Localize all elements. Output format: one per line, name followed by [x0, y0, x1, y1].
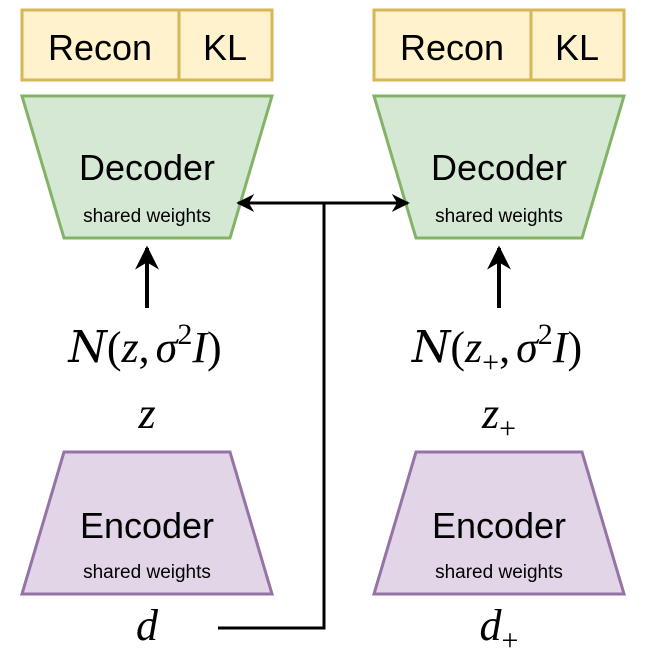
right-encoder-title: Encoder [432, 505, 566, 546]
right-dist-sigma: σ [516, 323, 540, 372]
right-encoder: Encoder shared weights [371, 450, 627, 596]
right-latent-subscript: + [499, 412, 516, 445]
left-dist-open-paren: ( [107, 323, 122, 372]
left-encoder-subtitle: shared weights [83, 562, 211, 583]
left-dist-identity: I [191, 323, 209, 372]
right-input-subscript: + [502, 624, 519, 649]
left-loss-box-frame [20, 8, 274, 82]
left-decoder: Decoder shared weights [19, 94, 275, 240]
right-input-label: d+ [480, 601, 519, 649]
left-encoder: Encoder shared weights [19, 450, 275, 596]
right-decoder-subtitle: shared weights [435, 206, 563, 227]
right-dist-close-paren: ) [567, 323, 582, 372]
right-recon-label: Recon [400, 27, 504, 68]
left-input-var: d [136, 601, 159, 649]
right-input-var: d [480, 601, 503, 649]
right-distribution-label: N(z+,σ2I) [411, 318, 582, 379]
left-dist-close-paren: ) [207, 323, 222, 372]
right-latent-var: z [481, 389, 499, 438]
left-decoder-shape [19, 94, 275, 240]
right-dist-exponent: 2 [538, 318, 553, 351]
left-kl-label: KL [203, 27, 247, 68]
right-dist-mean-subscript: + [482, 346, 499, 379]
right-decoder-shape [371, 94, 627, 240]
right-encoder-shape [371, 450, 627, 596]
right-dist-open-paren: ( [450, 323, 465, 372]
right-loss-box-frame [372, 8, 626, 82]
left-latent-label: z [137, 389, 155, 438]
right-dist-mean: z [464, 323, 482, 372]
left-decoder-title: Decoder [79, 147, 215, 188]
left-input-label: d [136, 601, 159, 649]
right-kl-label: KL [555, 27, 599, 68]
left-dist-comma: , [139, 323, 150, 372]
left-dist-sigma: σ [156, 323, 180, 372]
left-encoder-shape [19, 450, 275, 596]
left-encoder-title: Encoder [80, 505, 214, 546]
left-latent-var: z [137, 389, 155, 438]
left-distribution-label: N(z,σ2I) [67, 318, 221, 373]
right-decoder: Decoder shared weights [371, 94, 627, 240]
left-decoder-subtitle: shared weights [83, 206, 211, 227]
input-to-decoders-connector [218, 203, 326, 630]
right-dist-comma: , [499, 323, 510, 372]
left-dist-mean: z [121, 323, 139, 372]
left-dist-normal-symbol: N [67, 322, 108, 373]
right-decoder-title: Decoder [431, 147, 567, 188]
left-dist-exponent: 2 [177, 318, 192, 351]
right-dist-normal-symbol: N [411, 322, 452, 373]
right-latent-label: z+ [481, 389, 516, 445]
right-loss-box: Recon KL [372, 8, 626, 82]
left-recon-label: Recon [48, 27, 152, 68]
left-loss-box: Recon KL [20, 8, 274, 82]
right-encoder-subtitle: shared weights [435, 562, 563, 583]
right-dist-identity: I [552, 323, 570, 372]
